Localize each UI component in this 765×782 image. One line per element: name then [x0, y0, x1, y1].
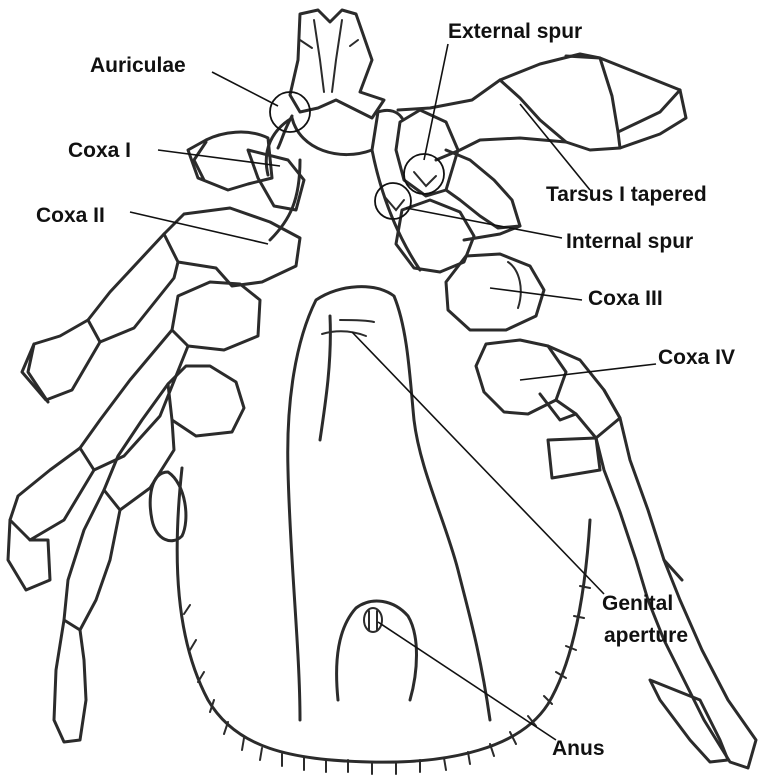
label-genital-aperture-line1: Genital	[602, 592, 673, 615]
capitulum	[288, 8, 386, 120]
external-spur-circle	[403, 153, 445, 195]
leg-i-right	[396, 52, 688, 162]
marginal-hairs	[183, 585, 591, 775]
genital-groove	[286, 285, 492, 722]
leg-i-left	[186, 114, 306, 212]
left-oval-plate	[148, 470, 188, 543]
label-tarsus-i-tapered: Tarsus I tapered	[546, 183, 707, 206]
labels: Auriculae External spur Coxa I Tarsus I …	[36, 20, 735, 760]
leg-ii-left	[20, 206, 302, 404]
label-coxa-i: Coxa I	[68, 139, 131, 162]
label-external-spur: External spur	[448, 20, 582, 43]
label-auriculae: Auriculae	[90, 54, 186, 77]
callout-circles	[269, 91, 445, 220]
leg-iii-left	[6, 280, 262, 592]
label-coxa-ii: Coxa II	[36, 204, 105, 227]
leg-iv-left	[52, 364, 246, 744]
leg-iii-right	[444, 252, 546, 332]
leader-lines	[129, 43, 657, 741]
label-coxa-iii: Coxa III	[588, 287, 663, 310]
body-outline	[175, 148, 592, 764]
label-genital-aperture-line2: aperture	[604, 624, 688, 647]
label-anus: Anus	[552, 737, 605, 760]
anus-opening	[363, 607, 383, 633]
leg-iv-right	[474, 338, 758, 770]
scutum	[264, 108, 404, 177]
auriculae-circle	[269, 91, 311, 133]
label-coxa-iv: Coxa IV	[658, 346, 735, 369]
anal-groove	[335, 599, 418, 702]
label-internal-spur: Internal spur	[566, 230, 693, 253]
internal-spur-circle	[374, 182, 412, 220]
